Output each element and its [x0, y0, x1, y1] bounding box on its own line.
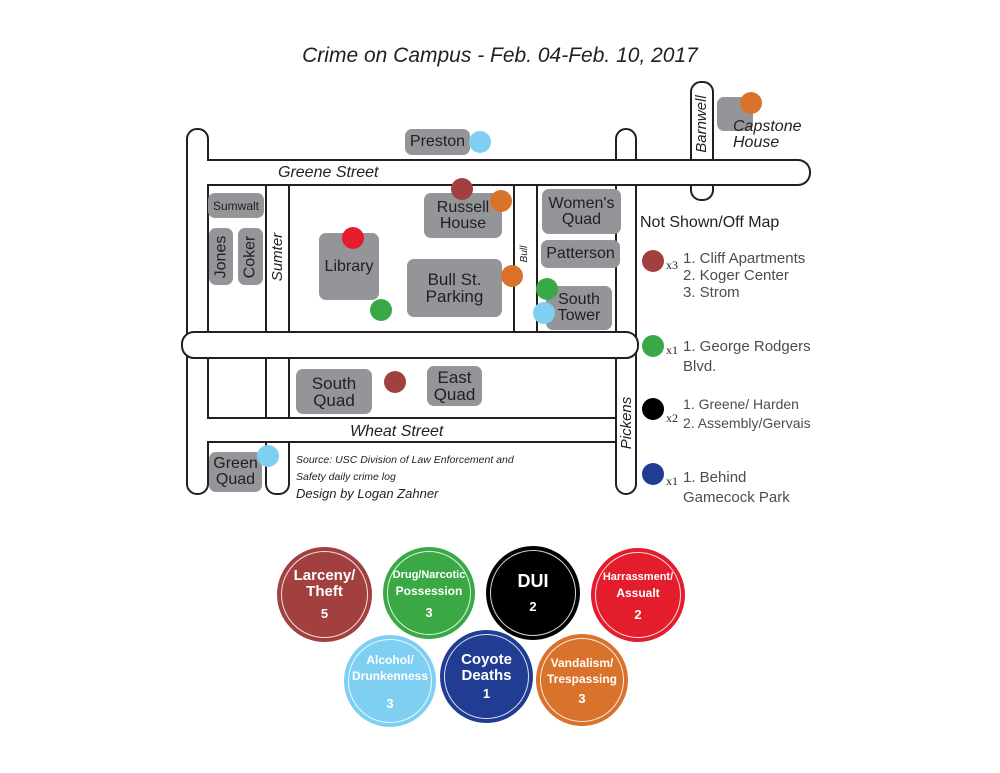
building-bull-st-parking: Bull St.Parking [407, 259, 502, 317]
incident-vandalism-bull [501, 265, 523, 287]
off-map-dot-coyote [642, 463, 664, 485]
off-map-count: x2 [666, 411, 678, 425]
off-map-count: x1 [666, 343, 678, 357]
incident-drug-south-tower [536, 278, 558, 300]
category-larceny-theft: Larceny/ Theft 5 [277, 547, 372, 642]
category-drug-narcotic: Drug/Narcotic Possession 3 [383, 547, 475, 639]
off-map-heading: Not Shown/Off Map [640, 214, 780, 231]
label-wheat-street: Wheat Street [350, 423, 444, 440]
off-map-list: 1. Cliff Apartments 2. Koger Center 3. S… [683, 250, 806, 301]
category-alcohol-drunkenness: Alcohol/ Drunkenness 3 [344, 635, 436, 727]
label-pickens: Pickens [618, 396, 635, 450]
building-preston: Preston [405, 129, 470, 155]
off-map-dot-drug [642, 335, 664, 357]
off-map-count: x1 [666, 474, 678, 488]
building-jones: Jones [209, 228, 233, 285]
building-sumwalt: Sumwalt [208, 193, 264, 218]
incident-alcohol-preston [469, 131, 491, 153]
road-wheat-west [207, 417, 267, 443]
label-greene-street: Greene Street [278, 164, 379, 181]
category-coyote-deaths: Coyote Deaths 1 [440, 630, 533, 723]
road-left-vertical [186, 128, 209, 495]
label-bull: Bull [519, 245, 530, 263]
category-dui: DUI 2 [486, 546, 580, 640]
incident-larceny-south-quad [384, 371, 406, 393]
road-greene-street [207, 159, 811, 186]
building-patterson: Patterson [541, 240, 620, 268]
off-map-dot-larceny [642, 250, 664, 272]
label-sumter: Sumter [269, 232, 286, 282]
incident-vandalism-capstone [740, 92, 762, 114]
road-wheat-street [209, 417, 615, 443]
building-coker: Coker [238, 228, 263, 285]
incident-larceny-russell [451, 178, 473, 200]
off-map-dot-dui [642, 398, 664, 420]
incident-alcohol-south-tower [533, 302, 555, 324]
category-vandalism-trespassing: Vandalism/ Trespassing 3 [536, 634, 628, 726]
map-title: Crime on Campus - Feb. 04-Feb. 10, 2017 [302, 44, 698, 67]
label-barnwell: Barnwell [693, 95, 710, 153]
incident-alcohol-green-quad [257, 445, 279, 467]
source-credit: Source: USC Division of Law Enforcement … [296, 454, 514, 483]
off-map-list: 1. Behind Gamecock Park [683, 469, 790, 506]
off-map-list: 1. George Rodgers Blvd. [683, 338, 811, 375]
incident-vandalism-russell [490, 190, 512, 212]
label-capstone-house: Capstone House [733, 118, 802, 151]
off-map-list: 1. Greene/ Harden 2. Assembly/Gervais [683, 396, 811, 431]
off-map-count: x3 [666, 258, 678, 272]
category-harassment-assault: Harrassment/ Assualt 2 [591, 548, 685, 642]
road-middle-horizontal [181, 331, 639, 359]
design-credit: Design by Logan Zahner [296, 486, 439, 501]
incident-drug-library [370, 299, 392, 321]
incident-harassment-library [342, 227, 364, 249]
